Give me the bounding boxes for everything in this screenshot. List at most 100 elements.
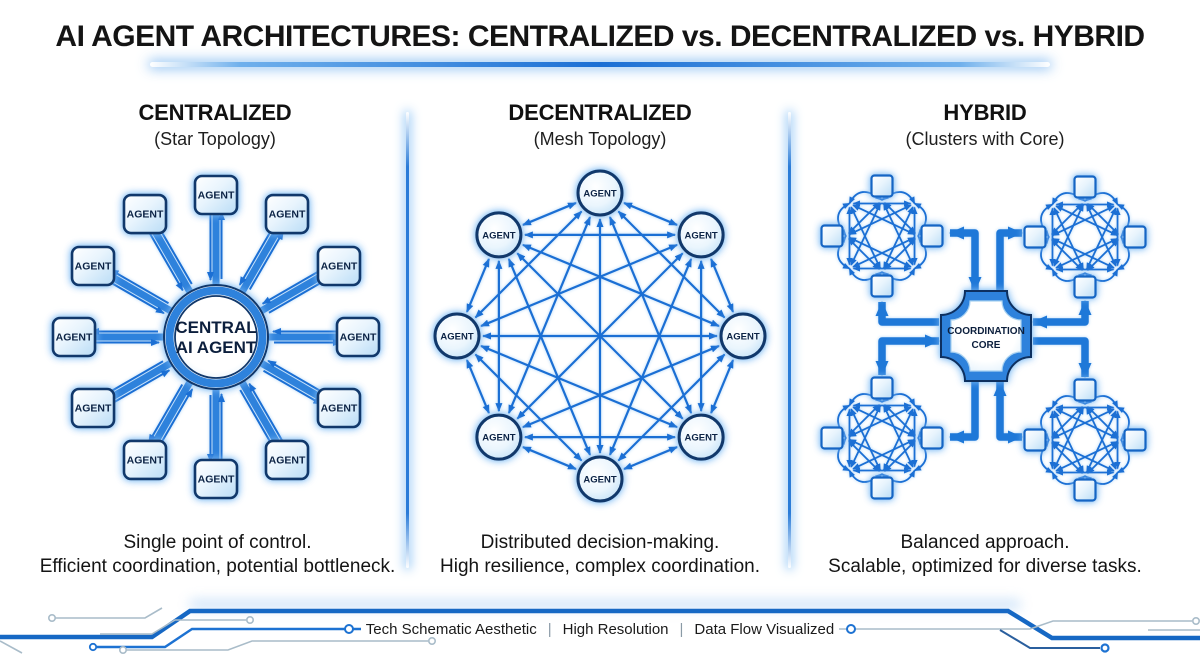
cluster-agent-square [1073, 378, 1097, 402]
mesh-agent-label: AGENT [440, 332, 473, 343]
mesh-agent-circle [576, 455, 624, 503]
mesh-link-arrow [710, 257, 735, 313]
aux-trace [126, 640, 428, 651]
agent-box-label: AGENT [127, 209, 164, 221]
central-agent-label-line2: AI AGENT [176, 338, 257, 357]
cluster-chord-arrow [848, 440, 880, 472]
mesh-link-arrow [623, 446, 679, 471]
circuit-node-icon [1100, 643, 1110, 653]
agent-box-label: AGENT [127, 454, 164, 466]
footer-item-1: Tech Schematic Aesthetic [365, 620, 537, 638]
panel-divider-2 [788, 112, 791, 568]
core-cluster-arrow [875, 301, 939, 326]
cluster-agent-square [1023, 428, 1047, 452]
cluster-chord-arrow [848, 404, 880, 436]
page-title: AI AGENT ARCHITECTURES: CENTRALIZED vs. … [55, 20, 1145, 53]
core-cluster-arrow [949, 226, 982, 292]
inbound-arrow [238, 223, 276, 286]
inbound-arrow [261, 267, 324, 305]
footer-separator: | [679, 620, 684, 638]
caption-decentralized: Distributed decision-making. High resili… [420, 531, 780, 579]
cluster-agent-square [870, 174, 894, 198]
mesh-agent-label: AGENT [583, 189, 616, 200]
agent-box [70, 245, 116, 287]
core-cluster-arrow [996, 226, 1023, 291]
core-cluster-arrow [1032, 300, 1092, 329]
central-agent-inner [174, 295, 258, 379]
outbound-arrow [109, 268, 170, 305]
cluster-chord-arrow [1055, 205, 1119, 237]
cluster-chord-arrow [884, 202, 916, 234]
spoke-band [257, 358, 326, 403]
footer-item-3: Data Flow Visualized [694, 620, 835, 638]
caption-decentralized-line2: High resilience, complex coordination. [440, 556, 760, 577]
spoke-band [150, 378, 195, 447]
mesh-agent-circle [475, 413, 523, 461]
outbound-arrow [104, 360, 164, 396]
outbound-arrow [248, 230, 285, 291]
inbound-arrow [146, 229, 184, 292]
agent-box [51, 316, 97, 358]
mesh-link-arrow [710, 359, 735, 415]
cluster-chord-arrow [1087, 203, 1119, 235]
spoke-band [237, 378, 282, 447]
agent-box-label: AGENT [75, 403, 112, 415]
circuit-node-icon [427, 636, 436, 645]
footer-circuit-traces [0, 607, 1200, 654]
panel-header-centralized: CENTRALIZED (Star Topology) [40, 100, 390, 150]
cluster-chord-arrow [1051, 442, 1083, 474]
agent-box-label: AGENT [321, 403, 358, 415]
agent-box [316, 245, 362, 287]
cluster-agent-square [920, 224, 944, 248]
central-agent-ring [165, 286, 267, 388]
core-badge-inner [950, 300, 1022, 372]
agent-box [193, 458, 239, 500]
spoke-band [106, 271, 175, 316]
caption-hybrid-line2: Scalable, optimized for diverse tasks. [828, 556, 1142, 577]
caption-hybrid: Balanced approach. Scalable, optimized f… [805, 531, 1165, 579]
spoke-band [150, 227, 195, 296]
agent-box-label: AGENT [56, 332, 93, 344]
aux-trace [0, 640, 23, 654]
cluster-agent-square [1073, 275, 1097, 299]
footer-glow [190, 600, 1020, 609]
footer-separator: | [547, 620, 552, 638]
inbound-arrow [248, 382, 286, 445]
caption-centralized: Single point of control. Efficient coord… [25, 531, 410, 579]
cluster-chord-arrow [1051, 239, 1083, 271]
cluster-agent-square [1123, 428, 1147, 452]
mesh-agent-circle [677, 413, 725, 461]
core-label-line1: COORDINATION [947, 326, 1025, 337]
circuit-node-icon [1192, 617, 1200, 625]
cluster-chord-arrow [1055, 408, 1119, 440]
agent-box [193, 174, 239, 216]
outbound-arrow [147, 383, 184, 444]
mesh-link-arrow [521, 201, 577, 226]
central-agent-label-line1: CENTRAL [175, 318, 256, 337]
circuit-node-icon [846, 624, 857, 634]
cluster-agent-square [870, 376, 894, 400]
mesh-agent-circle [576, 169, 624, 217]
cluster-chord-arrow [848, 238, 880, 270]
agent-box [122, 193, 168, 235]
cluster-agent-square [820, 426, 844, 450]
cluster-agent-square [1073, 478, 1097, 502]
mesh-link-arrow [465, 359, 490, 415]
hybrid-clusters-diagram: COORDINATION CORE [820, 174, 1147, 502]
main-circuit-trace [0, 608, 1200, 641]
circuit-node-icon [246, 615, 255, 624]
cluster-chord-arrow [884, 440, 916, 472]
cluster-chord-arrow [852, 204, 916, 236]
core-label-line2: CORE [972, 340, 1001, 351]
spoke-band [237, 227, 282, 296]
mesh-agent-label: AGENT [684, 230, 717, 241]
agent-box-label: AGENT [198, 474, 235, 486]
cluster-chord-arrow [1087, 406, 1119, 438]
mesh-link-arrow [507, 257, 592, 456]
decentralized-subheading: (Mesh Topology) [533, 129, 667, 149]
agent-box [122, 439, 168, 481]
caption-centralized-line2: Efficient coordination, potential bottle… [39, 556, 396, 577]
circuit-node-icon [119, 645, 128, 654]
